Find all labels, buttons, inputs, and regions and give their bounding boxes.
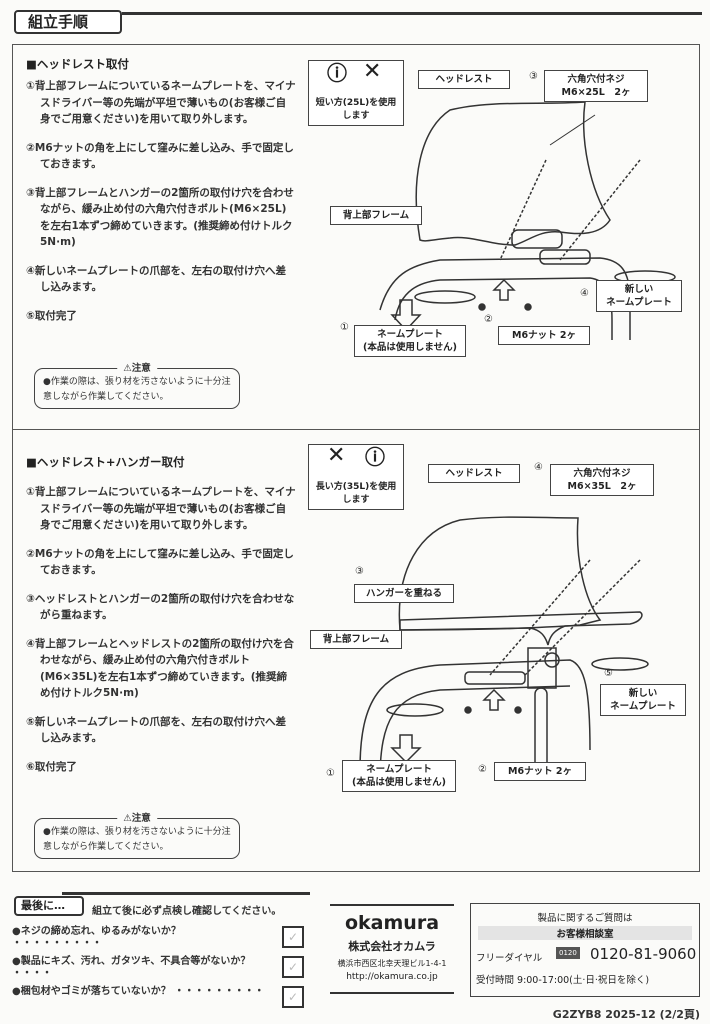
contact-phone[interactable]: 0120-81-9060 [590,945,697,963]
label-screw-number: ③ [529,71,538,82]
contact-box [470,903,700,997]
label-new-nameplate: 新しいネームプレート [600,684,686,716]
company-rule-bottom [330,992,454,994]
caution-title: ⚠注意 [117,811,157,826]
step-2: ②M6ナットの角を上にして窪みに差し込み、手で固定しておきます。 [26,547,294,577]
section-headrest-hanger [12,429,700,872]
company-logo: okamura [344,912,440,934]
label-new-nameplate: 新しいネームプレート [596,280,682,312]
bolt-note-text: 短い方(25L)を使用します [315,98,397,121]
step-5: ⑤取付完了 [26,309,77,322]
caution-box: ⚠注意 ●作業の際は、張り材を汚さないように十分注意しながら作業してください。 [34,361,240,409]
label-new-plate-number: ④ [580,288,589,299]
new-plate-line1: 新しい [628,688,658,699]
company-name: 株式会社オカムラ [348,940,436,953]
header-rule [122,12,702,15]
checkbox-damage[interactable]: ✓ [282,956,304,978]
label-new-plate-number: ⑤ [604,668,613,679]
screw-size: M6×35L 2ヶ [567,481,637,492]
label-nut-number: ② [478,764,487,775]
section1-steps: ①背上部フレームについているネームプレートを、マイナスドライバー等の先端が平坦で… [26,78,296,324]
label-hanger: ハンガーを重ねる [354,584,454,603]
contact-dept: お客様相談室 [478,926,692,940]
section2-heading: ■ヘッドレスト+ハンガー取付 [26,455,185,469]
label-plate-number: ① [340,322,349,333]
document-code: G2ZYB8 2025-12 (2/2頁) [552,1008,700,1021]
screw-name: 六角穴付ネジ [573,468,631,479]
company-url[interactable]: http://okamura.co.jp [346,972,438,982]
step-1: ①背上部フレームについているネームプレートを、マイナスドライバー等の先端が平坦で… [26,486,296,531]
label-nut: M6ナット 2ヶ [498,326,590,345]
step-4: ④背上部フレームとヘッドレストの2箇所の取付け穴を合わせながら、緩み止め付の六角… [26,637,294,700]
company-rule-top [330,904,454,906]
label-old-nameplate: ネームプレート (本品は使用しません) [342,760,456,792]
step-2: ②M6ナットの角を上にして窪みに差し込み、手で固定しておきます。 [26,141,294,171]
label-frame: 背上部フレーム [310,630,402,649]
step-5: ⑤新しいネームプレートの爪部を、左右の取付け穴へ差し込みます。 [26,715,286,745]
old-plate-name: ネームプレート [377,329,443,340]
label-frame: 背上部フレーム [330,206,422,225]
headrest-hanger-diagram [359,516,649,781]
label-screw: 六角穴付ネジ M6×35L 2ヶ [550,464,654,496]
bolt-ng-icon: ✕ [363,59,382,84]
old-plate-name: ネームプレート [366,764,432,775]
label-plate-number: ① [326,768,335,779]
caution-title: ⚠注意 [117,361,157,376]
label-hanger-number: ③ [355,566,364,577]
label-headrest: ヘッドレスト [418,70,510,89]
freedial-icon: 0120 [556,947,580,959]
company-address: 横浜市西区北幸天理ビル1-4-1 [337,959,447,968]
bolt-ok-icon: ⓘ [327,61,347,85]
screw-size: M6×25L 2ヶ [561,87,631,98]
final-intro: 組立て後に必ず点検し確認してください。 [92,906,282,917]
freedial-label: フリーダイヤル [476,953,543,964]
label-nut: M6ナット 2ヶ [494,762,586,781]
bolt-ok-icon: ⓘ [365,445,385,469]
label-screw: 六角穴付ネジ M6×25L 2ヶ [544,70,648,102]
label-headrest: ヘッドレスト [428,464,520,483]
headrest-diagram [379,101,676,340]
section1-heading: ■ヘッドレスト取付 [26,57,129,71]
check-item-screws: ●ネジの締め忘れ、ゆるみがないか？ ・・・・・・・・・ [12,926,181,949]
caution-box: ⚠注意 ●作業の際は、張り材を汚さないように十分注意しながら作業してください。 [34,811,240,859]
new-plate-line1: 新しい [624,284,654,295]
old-plate-note: (本品は使用しません) [352,777,446,788]
step-3: ③背上部フレームとハンガーの2箇所の取付け穴を合わせながら、緩み止め付の六角穴付… [26,186,294,249]
section2-steps: ①背上部フレームについているネームプレートを、マイナスドライバー等の先端が平坦で… [26,484,296,775]
step-3: ③ヘッドレストとハンガーの2箇所の取付け穴を合わせながら重ねます。 [26,592,295,622]
caution-text: ●作業の際は、張り材を汚さないように十分注意しながら作業してください。 [43,827,231,852]
old-plate-note: (本品は使用しません) [363,342,457,353]
step-1: ①背上部フレームについているネームプレートを、マイナスドライバー等の先端が平坦で… [26,80,296,125]
label-old-nameplate: ネームプレート (本品は使用しません) [354,325,466,357]
bolt-note-text: 長い方(35L)を使用します [315,482,397,505]
checkbox-screws[interactable]: ✓ [282,926,304,948]
new-plate-line2: ネームプレート [610,701,676,712]
check-item-debris: ●梱包材やゴミが落ちていないか？ ・・・・・・・・・ [12,986,265,997]
checkbox-debris[interactable]: ✓ [282,986,304,1008]
step-6: ⑥取付完了 [26,760,77,773]
label-nut-number: ② [484,314,493,325]
page-title: 組立手順 [14,10,122,34]
final-rule [62,892,310,895]
new-plate-line2: ネームプレート [606,297,672,308]
bolt-length-note: ⓘ ✕ 短い方(25L)を使用します [308,60,404,126]
caution-text: ●作業の際は、張り材を汚さないように十分注意しながら作業してください。 [43,377,231,402]
contact-title: 製品に関するご質問は [537,913,633,924]
contact-hours: 受付時間 9:00-17:00(土·日·祝日を除く) [476,975,650,986]
label-screw-number: ④ [534,462,543,473]
step-4: ④新しいネームプレートの爪部を、左右の取付け穴へ差し込みます。 [26,264,286,294]
bolt-length-note: ✕ ⓘ 長い方(35L)を使用します [308,444,404,510]
bolt-ng-icon: ✕ [327,443,346,468]
final-tab: 最後に… [14,896,84,916]
check-item-damage: ●製品にキズ、汚れ、ガタツキ、不具合等がないか？ ・・・・ [12,956,251,979]
screw-name: 六角穴付ネジ [567,74,625,85]
